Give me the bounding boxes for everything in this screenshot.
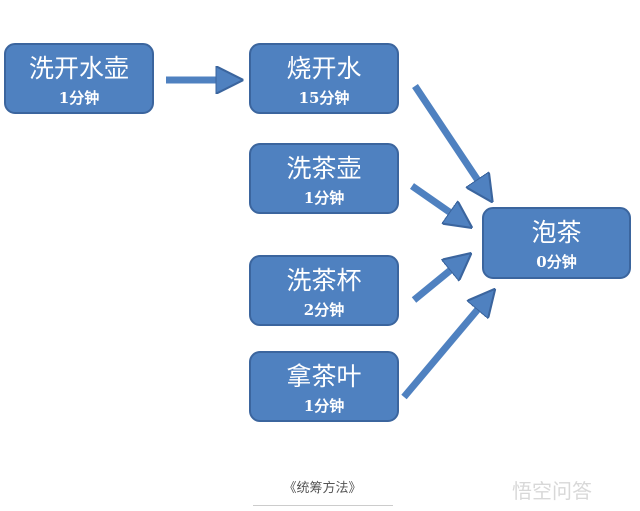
node-time: 1分钟 xyxy=(304,189,344,207)
node-title: 洗开水壶 xyxy=(29,54,129,83)
node-wash-cups: 洗茶杯 2分钟 xyxy=(249,255,399,326)
node-brew-tea: 泡茶 0分钟 xyxy=(482,207,631,279)
node-boil-water: 烧开水 15分钟 xyxy=(249,43,399,114)
node-wash-teapot: 洗茶壶 1分钟 xyxy=(249,143,399,214)
node-title: 烧开水 xyxy=(286,54,361,83)
node-title: 洗茶壶 xyxy=(286,154,361,183)
node-box xyxy=(249,143,399,214)
node-time: 15分钟 xyxy=(299,89,350,107)
arrow-boil-water-to-brew-tea xyxy=(412,84,483,188)
node-box xyxy=(249,351,399,422)
node-title: 拿茶叶 xyxy=(286,362,361,391)
arrow-get-tea-to-brew-tea xyxy=(401,302,484,400)
node-time: 2分钟 xyxy=(304,301,344,319)
node-title: 泡茶 xyxy=(531,218,581,247)
node-box xyxy=(249,43,399,114)
node-time: 0分钟 xyxy=(536,253,576,271)
watermark: 悟空问答 xyxy=(512,479,592,503)
node-box xyxy=(482,207,631,279)
arrow-wash-teapot-to-brew-tea xyxy=(410,183,458,218)
node-time: 1分钟 xyxy=(304,397,344,415)
node-title: 洗茶杯 xyxy=(286,266,361,295)
node-time: 1分钟 xyxy=(59,89,99,107)
node-wash-kettle: 洗开水壶 1分钟 xyxy=(4,43,154,114)
node-get-tea: 拿茶叶 1分钟 xyxy=(249,351,399,422)
caption-divider xyxy=(253,505,393,506)
node-box xyxy=(4,43,154,114)
node-box xyxy=(249,255,399,326)
caption: 《统筹方法》 xyxy=(283,481,362,496)
arrow-wash-cups-to-brew-tea xyxy=(411,264,458,303)
